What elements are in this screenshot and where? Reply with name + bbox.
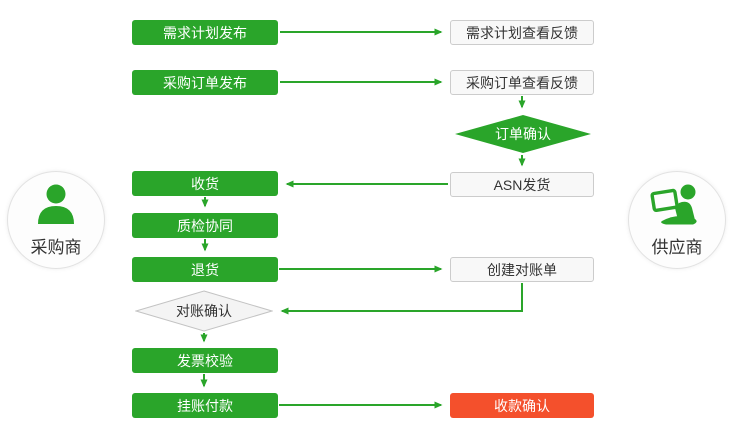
flow-node-label: 对账确认	[176, 303, 232, 319]
flow-node-receive: 收货	[132, 171, 278, 196]
flow-node-label: 创建对账单	[487, 261, 557, 278]
flow-node-po-feedback: 采购订单查看反馈	[450, 70, 594, 95]
flow-node-label: 需求计划发布	[163, 24, 247, 41]
flow-node-demand-plan-feedback: 需求计划查看反馈	[450, 20, 594, 45]
flow-node-label: 收货	[191, 175, 219, 192]
flow-node-label: 退货	[191, 261, 219, 278]
flow-decision-order-confirm: 订单确认	[454, 114, 592, 154]
flow-node-po-publish: 采购订单发布	[132, 70, 278, 95]
supplier-label: 供应商	[651, 238, 703, 257]
flow-node-label: 需求计划查看反馈	[466, 24, 578, 41]
flow-node-label: 质检协同	[177, 217, 233, 234]
flow-node-demand-plan-publish: 需求计划发布	[132, 20, 278, 45]
flow-node-label: 收款确认	[494, 397, 550, 414]
flow-node-label: 挂账付款	[177, 397, 233, 414]
flow-node-receipt-confirm: 收款确认	[450, 393, 594, 418]
flow-node-booked-payment: 挂账付款	[132, 393, 278, 418]
flow-node-create-statement: 创建对账单	[450, 257, 594, 282]
flow-node-label: 采购订单查看反馈	[466, 74, 578, 91]
buyer-person-icon	[33, 182, 79, 231]
diamond-shape	[135, 290, 273, 332]
flow-node-return-goods: 退货	[132, 257, 278, 282]
buyer-actor: 采购商	[7, 171, 105, 269]
flow-node-label: 发票校验	[177, 352, 233, 369]
flow-node-label: ASN发货	[493, 176, 551, 193]
flow-node-quality-collab: 质检协同	[132, 213, 278, 238]
flow-node-invoice-verify: 发票校验	[132, 348, 278, 373]
flow-node-asn-ship: ASN发货	[450, 172, 594, 197]
buyer-label: 采购商	[30, 238, 82, 257]
supplier-laptop-person-icon	[649, 182, 705, 231]
supplier-actor: 供应商	[628, 171, 726, 269]
diamond-shape	[455, 115, 591, 153]
flow-node-label: 采购订单发布	[163, 74, 247, 91]
flow-node-label: 订单确认	[495, 126, 551, 142]
flow-decision-statement-confirm: 对账确认	[135, 290, 273, 332]
